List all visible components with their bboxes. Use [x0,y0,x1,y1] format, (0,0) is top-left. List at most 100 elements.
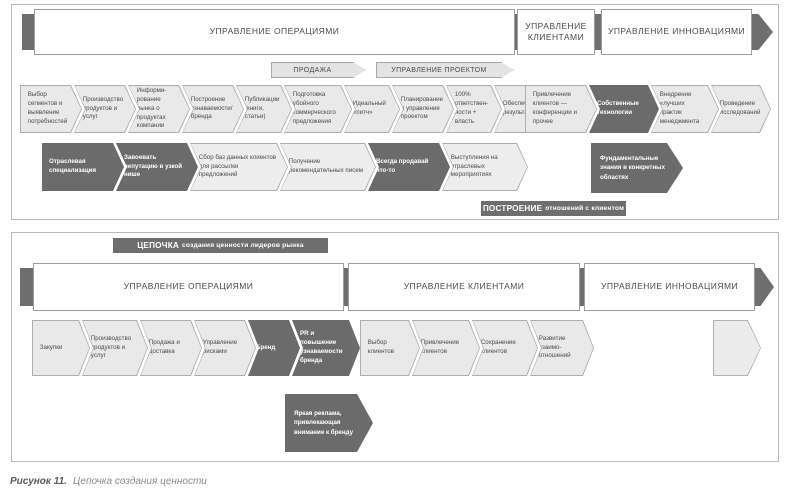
chevron-body: Получение рекомендательных писем [281,144,375,190]
chevron-p1r1-12[interactable]: Внедрение «лучших практик менеджмента [651,85,719,133]
chevron-body: Сбор баз данных клиентов для рассылки пр… [191,144,287,190]
chevron-label: PR и повышение узнаваемости бренда [300,330,343,364]
chevron-body: Развитие взаимо-отношений [531,321,593,375]
header-label: УПРАВЛЕНИЕ КЛИЕНТАМИ [403,281,525,292]
chevron-label: Сбор баз данных клиентов для рассылки пр… [198,153,277,179]
chevron-p2r1-7[interactable]: Привлечение клиентов [412,320,480,376]
chevron-body: Информи-рование рынка о продуктах компан… [129,86,189,132]
chevron-label: Производство продуктов и услуг [90,334,132,360]
chevron-label: Отраслевая специализация [49,158,97,174]
chevron-label: Привлечение клиентов — конференции и про… [532,91,577,125]
chevron-label: Публикации (книги, статьи) [244,95,280,121]
chevron-label: Закупки [39,343,63,351]
chevron-p2r1-5[interactable]: PR и повышение узнаваемости бренда [292,320,360,376]
chevron-label: Обеспечение результата [502,100,542,116]
chevron-label: Планирование и управление проектом [400,95,444,121]
chevron-p1r2-0[interactable]: Отраслевая специализация [42,143,124,191]
chevron-body: Производство продуктов и услуг [83,321,147,375]
chevron-p1r1-13[interactable]: Проведение исследований [711,85,771,133]
chevron-p1r1-7[interactable]: Планирование и управление проектом [392,85,454,133]
chevron-body: Внедрение «лучших практик менеджмента [652,86,718,132]
ribbon-title: ПОСТРОЕНИЕ [482,204,543,213]
banner-project-management[interactable]: УПРАВЛЕНИЕ ПРОЕКТОМ [376,62,514,78]
chevron-label: Производство продуктов и услуг [82,95,124,121]
chevron-p1r2-1[interactable]: Завоевать репутацию в узкой нише [116,143,198,191]
header-operations-p1[interactable]: УПРАВЛЕНИЕ ОПЕРАЦИЯМИ [34,9,515,55]
chevron-body: Планирование и управление проектом [393,86,453,132]
flagbox-bright-advertising[interactable]: Яркая реклама, привлекающая внимание к б… [285,394,373,452]
chevron-p1r1-4[interactable]: Публикации (книги, статьи) [236,85,292,133]
chevron-body: Выступления на отраслевых мероприятиях [443,144,527,190]
header-clients-p2[interactable]: УПРАВЛЕНИЕ КЛИЕНТАМИ [348,263,580,311]
chevron-p1r1-1[interactable]: Производство продуктов и услуг [74,85,136,133]
flagbox-label: Фундаментальные знания в конкретных обла… [600,155,665,181]
chevron-body: Подготовка убойного коммерческого предло… [285,86,351,132]
banner-label: УПРАВЛЕНИЕ ПРОЕКТОМ [391,66,487,74]
chevron-label: Всегда продавай что-то [376,158,429,174]
header-innovations-p1[interactable]: УПРАВЛЕНИЕ ИННОВАЦИЯМИ [601,9,752,55]
chevron-p1r1-6[interactable]: Идеальный «питч» [344,85,400,133]
chevron-p1r1-2[interactable]: Информи-рование рынка о продуктах компан… [128,85,190,133]
chevron-label: Развитие взаимо-отношений [538,334,571,360]
chevron-label: Сохранение клиентов [480,339,516,355]
chevron-label: Бренд [256,343,276,351]
ribbon-subtitle: создания ценности лидеров рынка [182,242,304,249]
chevron-label: Выбор сегментов и выявление потребностей [27,91,68,125]
header-label: УПРАВЛЕНИЕ ОПЕРАЦИЯМИ [209,26,340,37]
figure-number: Рисунок 11. [10,476,67,487]
chevron-label: Привлечение клиентов [420,339,460,355]
chevron-label: Проведение исследований [719,100,761,116]
chevron-body: Управление рисками [195,321,255,375]
header-operations-p2[interactable]: УПРАВЛЕНИЕ ОПЕРАЦИЯМИ [33,263,344,311]
chevron-body: Построение узнаваемости/ бренда [183,86,243,132]
header-label: УПРАВЛЕНИЕ ИННОВАЦИЯМИ [600,281,739,292]
banner-sale[interactable]: ПРОДАЖА [271,62,366,78]
chevron-p2r1-0[interactable]: Закупки [32,320,90,376]
chevron-body: Проведение исследований [712,86,770,132]
flagbox-label: Яркая реклама, привлекающая внимание к б… [294,410,354,436]
chevron-p1r1-11[interactable]: Собственные технологии [589,85,659,133]
flagbox-fundamental-knowledge[interactable]: Фундаментальные знания в конкретных обла… [591,143,683,193]
chevron-label: Собственные технологии [597,100,639,116]
chevron-body: Выбор сегментов и выявление потребностей [21,86,81,132]
header-label: УПРАВЛЕНИЕ КЛИЕНТАМИ [525,20,587,42]
chevron-body: Закупки [33,321,89,375]
chevron-label: Построение узнаваемости/ бренда [190,95,233,121]
chevron-label: Продажа и доставка [148,339,180,355]
header-clients-p1[interactable]: УПРАВЛЕНИЕ КЛИЕНТАМИ [517,9,595,55]
chevron-label: Информи-рование рынка о продуктах компан… [136,86,167,130]
header-innovations-p2[interactable]: УПРАВЛЕНИЕ ИННОВАЦИЯМИ [584,263,755,311]
chevron-label: Завоевать репутацию в узкой нише [124,153,183,179]
chevron-label: Выбор клиентов [367,339,394,355]
chevron-body: Привлечение клиентов — конференции и про… [526,86,596,132]
chevron-p1r1-0[interactable]: Выбор сегментов и выявление потребностей [20,85,82,133]
header-label: УПРАВЛЕНИЕ ИННОВАЦИЯМИ [607,26,746,37]
chevron-p2r1-2[interactable]: Продажа и доставка [140,320,202,376]
chevron-p1r2-2[interactable]: Сбор баз данных клиентов для рассылки пр… [190,143,288,191]
chevron-p1r1-3[interactable]: Построение узнаваемости/ бренда [182,85,244,133]
chevron-p2r1-9[interactable]: Развитие взаимо-отношений [530,320,594,376]
ribbon-leaders-value-chain: ЦЕПОЧКА создания ценности лидеров рынка [113,238,328,253]
chevron-body: Производство продуктов и услуг [75,86,135,132]
chevron-p1r1-8[interactable]: 100% ответствен-ности + власть [446,85,502,133]
chevron-label: Управление рисками [202,339,238,355]
chevron-p1r2-3[interactable]: Получение рекомендательных писем [280,143,376,191]
header-label: УПРАВЛЕНИЕ ОПЕРАЦИЯМИ [123,281,254,292]
chevron-body: Продажа и доставка [141,321,201,375]
chevron-label: Подготовка убойного коммерческого предло… [292,91,336,125]
chevron-p1r1-5[interactable]: Подготовка убойного коммерческого предло… [284,85,352,133]
chevron-p2r1-3[interactable]: Управление рисками [194,320,256,376]
chevron-p1r2-5[interactable]: Выступления на отраслевых мероприятиях [442,143,528,191]
chevron-body: Публикации (книги, статьи) [237,86,291,132]
chevron-body: 100% ответствен-ности + власть [447,86,501,132]
chevron-p2r1-8[interactable]: Сохранение клиентов [472,320,538,376]
chevron-p1r2-4[interactable]: Всегда продавай что-то [368,143,450,191]
chevron-p1r1-10[interactable]: Привлечение клиентов — конференции и про… [525,85,597,133]
chevron-label: Получение рекомендательных писем [288,158,364,174]
chevron-body: Привлечение клиентов [413,321,479,375]
chevron-p2r1-1[interactable]: Производство продуктов и услуг [82,320,148,376]
chevron-p2r1-6[interactable]: Выбор клиентов [360,320,420,376]
chevron-body: Сохранение клиентов [473,321,537,375]
ribbon-title: ЦЕПОЧКА [137,241,180,250]
